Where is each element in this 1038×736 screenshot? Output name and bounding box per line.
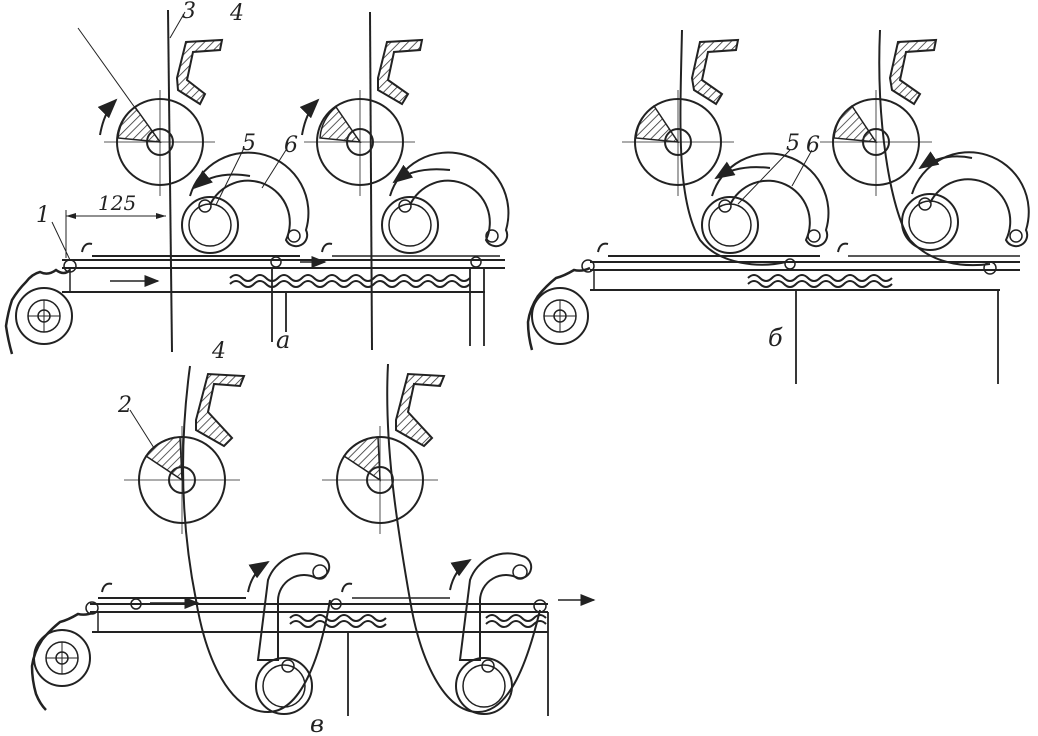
label-lever-b: 6 <box>806 133 820 158</box>
label-chain-wheel: 1 <box>36 203 50 228</box>
label-panel-a: а <box>276 326 290 354</box>
label-strip: 3 <box>182 0 196 24</box>
label-roller: 5 <box>242 131 256 156</box>
guide-4c-icon <box>690 38 740 106</box>
guide-4b-icon <box>377 38 424 106</box>
label-panel-c: в <box>310 710 324 736</box>
label-roller-b: 5 <box>786 131 800 156</box>
panel-c: 2 4 в <box>30 339 596 736</box>
panel-a: 1 3 4 5 6 125 а <box>4 0 510 355</box>
label-guide-c: 4 <box>211 339 226 364</box>
guide-4f-icon <box>395 372 446 448</box>
guide-4e-icon <box>195 372 246 448</box>
label-cutter: 2 <box>117 393 132 418</box>
label-guide: 4 <box>229 1 244 26</box>
guide-4d-icon <box>888 38 938 106</box>
label-dimension: 125 <box>98 191 136 215</box>
panel-b: 5 6 б <box>526 29 1030 384</box>
label-panel-b: б <box>768 324 783 352</box>
label-lever: 6 <box>284 133 298 158</box>
guide-4-icon <box>175 38 224 106</box>
